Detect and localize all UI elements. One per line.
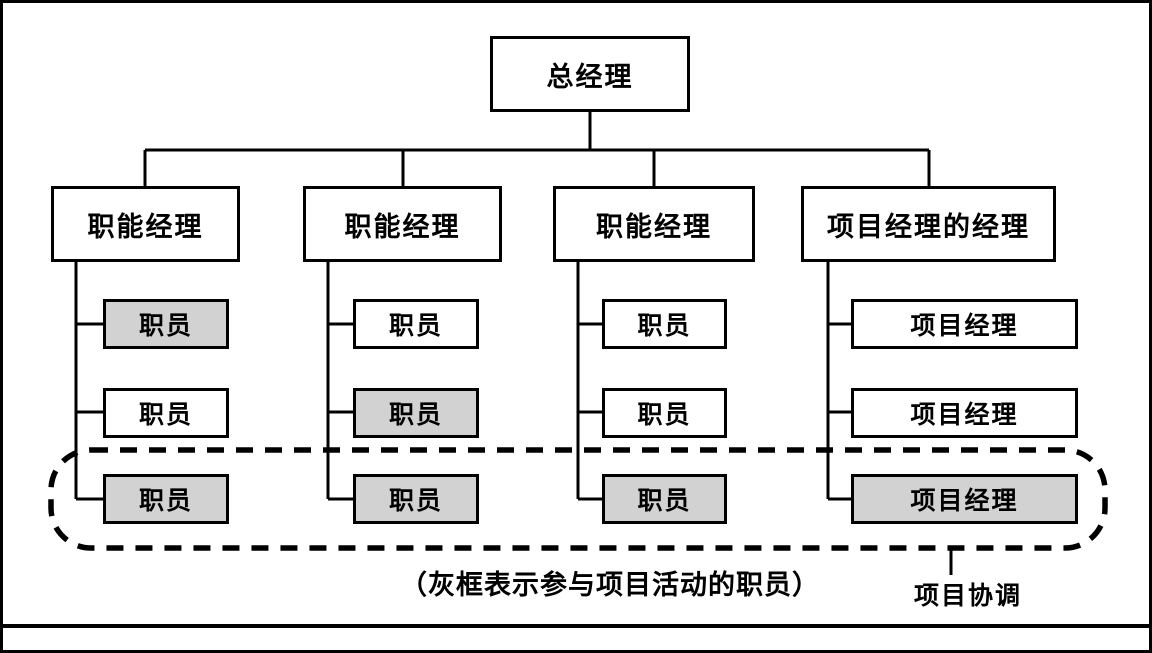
staff-node: 职员 <box>353 474 479 524</box>
footer-divider <box>3 624 1149 628</box>
project-manager-node-label: 项目经理 <box>910 487 1019 515</box>
root-node-label: 总经理 <box>546 61 634 92</box>
dashed-coordination-outline <box>48 447 1108 551</box>
staff-node-label: 职员 <box>388 487 443 515</box>
project-manager-node: 项目经理 <box>851 474 1078 524</box>
manager-node-3: 职能经理 <box>553 186 755 262</box>
staff-node: 职员 <box>353 299 479 349</box>
root-connector-line <box>143 112 931 187</box>
staff-node-label: 职员 <box>138 487 193 515</box>
manager-node-label: 职能经理 <box>344 211 461 242</box>
manager-node-2: 职能经理 <box>303 186 502 262</box>
staff-node: 职员 <box>103 388 229 438</box>
staff-node-label: 职员 <box>637 312 692 340</box>
staff-node-label: 职员 <box>637 487 692 515</box>
manager-node-label: 职能经理 <box>87 211 204 242</box>
root-node: 总经理 <box>490 36 690 112</box>
staff-node: 职员 <box>602 474 727 524</box>
manager-node-label: 职能经理 <box>596 211 712 242</box>
staff-node: 职员 <box>602 299 727 349</box>
manager-node-label: 项目经理的经理 <box>827 211 1030 242</box>
staff-node: 职员 <box>602 388 727 438</box>
project-manager-node-label: 项目经理 <box>910 401 1019 429</box>
column-spine-lines <box>74 262 830 499</box>
staff-node-label: 职员 <box>138 312 193 340</box>
project-manager-node-label: 项目经理 <box>910 312 1019 340</box>
staff-node-label: 职员 <box>637 401 692 429</box>
manager-node-4: 项目经理的经理 <box>801 186 1056 262</box>
staff-node-label: 职员 <box>388 312 443 340</box>
project-manager-node: 项目经理 <box>851 299 1078 349</box>
staff-node: 职员 <box>103 474 229 524</box>
connector-lines <box>48 112 1108 575</box>
staff-node: 职员 <box>353 388 479 438</box>
project-manager-node: 项目经理 <box>851 388 1078 438</box>
manager-node-1: 职能经理 <box>51 186 240 262</box>
staff-node-label: 职员 <box>138 401 193 429</box>
staff-node: 职员 <box>103 299 229 349</box>
coordination-label: 项目协调 <box>914 582 1023 610</box>
staff-stub-lines <box>76 322 851 501</box>
legend-note: （灰框表示参与项目活动的职员） <box>400 570 820 600</box>
staff-node-label: 职员 <box>388 401 443 429</box>
